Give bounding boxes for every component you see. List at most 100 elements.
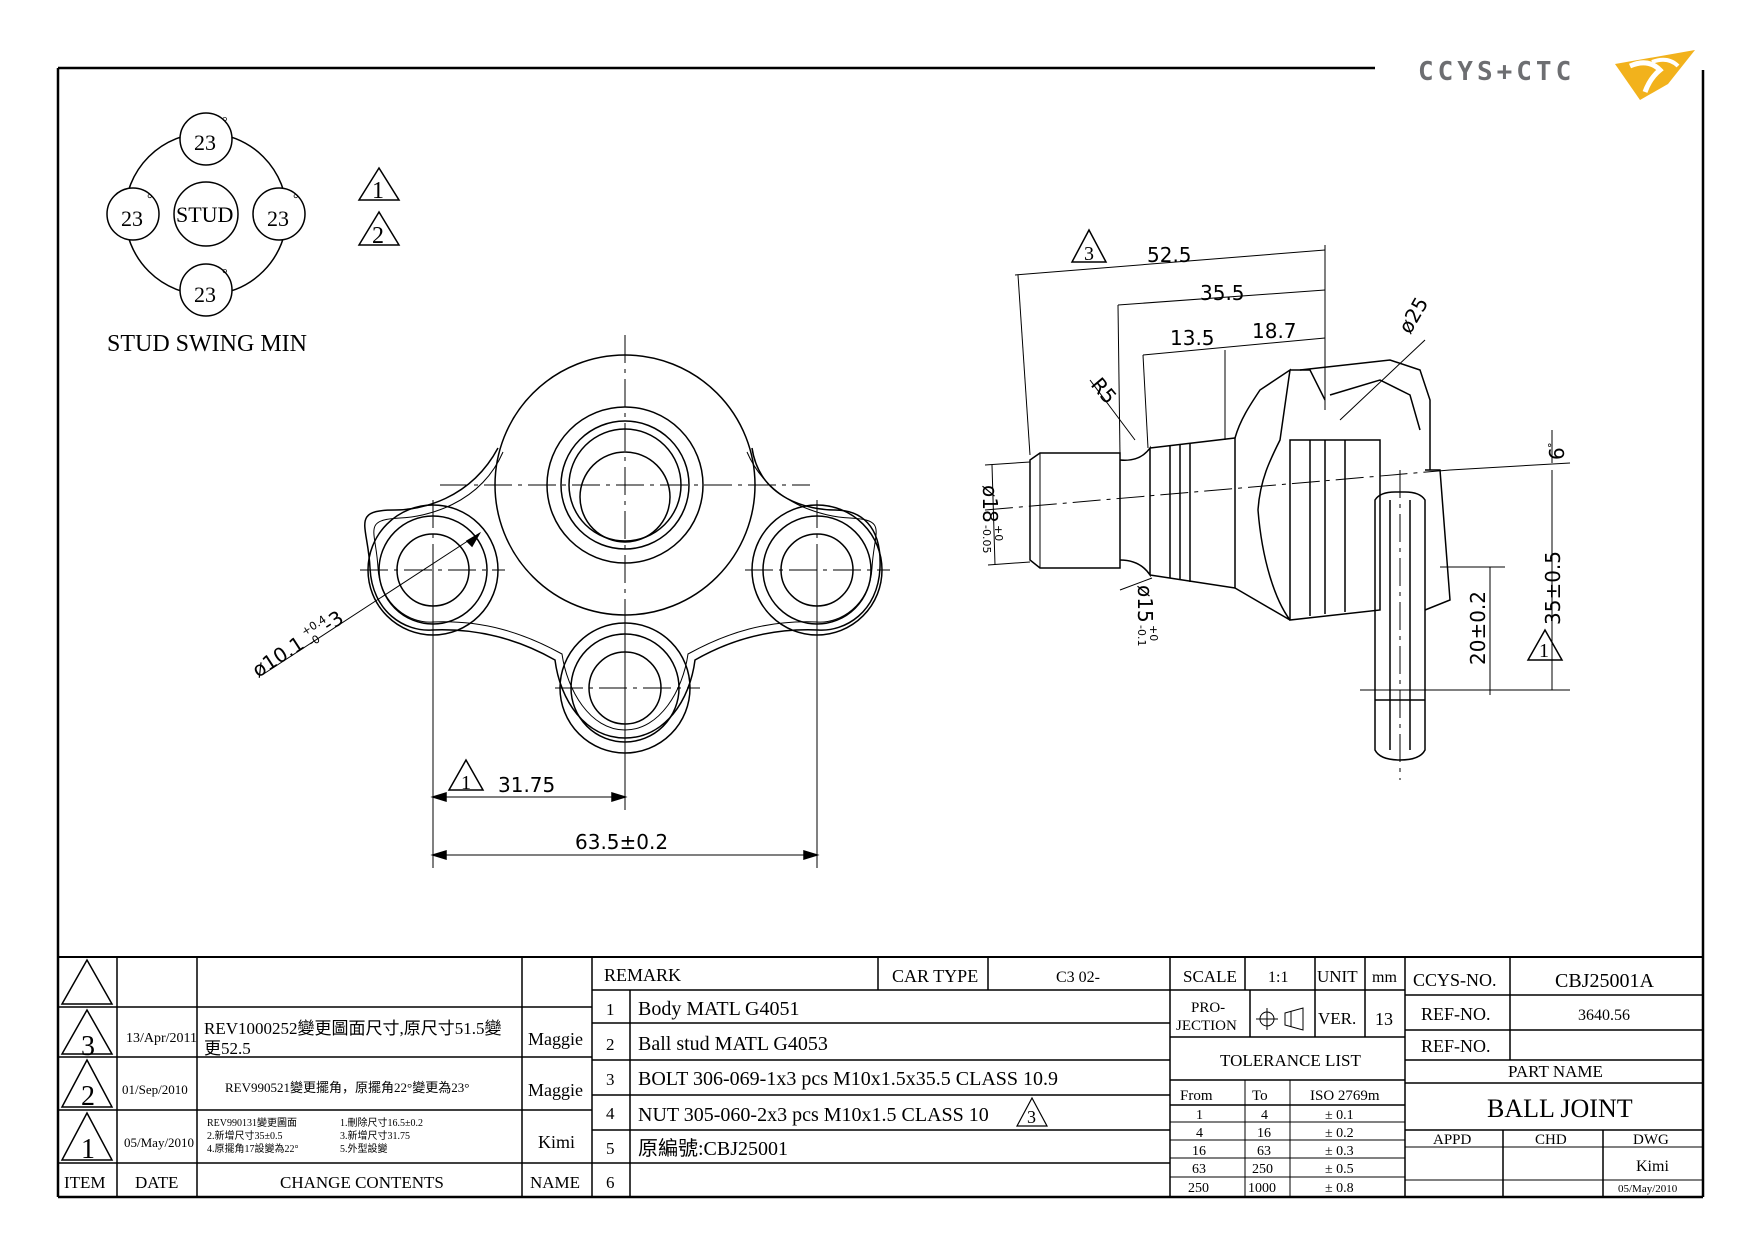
dim-d25: ø25 — [1394, 293, 1434, 338]
scale-label: SCALE — [1183, 967, 1237, 986]
tolerance-title: TOLERANCE LIST — [1220, 1051, 1361, 1070]
degree-mark: ° — [222, 267, 228, 282]
tol-from-3: 16 — [1192, 1144, 1206, 1159]
dwg-name: Kimi — [1636, 1158, 1669, 1175]
stud-swing-diagram — [106, 112, 306, 317]
remark-text-1: Body MATL G4051 — [638, 998, 799, 1020]
dim-6-unit: ° — [1546, 443, 1559, 449]
tol-from-5: 250 — [1188, 1181, 1209, 1196]
drawing-border — [56, 66, 1705, 1199]
part-name-value: BALL JOINT — [1487, 1094, 1633, 1123]
tol-header-iso: ISO 2769m — [1310, 1088, 1380, 1104]
dim-d18-tol-lower: -0.05 — [980, 525, 993, 553]
title-block-grid — [58, 956, 1703, 1197]
rev-sub-4: 3.新增尺寸31.75 — [340, 1129, 410, 1142]
front-view — [261, 335, 890, 868]
degree-mark: ° — [293, 192, 299, 207]
revision-marker-2: 2 — [372, 223, 384, 249]
dim-52-5: 52.5 — [1147, 243, 1192, 267]
appd-label: APPD — [1433, 1132, 1472, 1148]
tol-iso-3: ± 0.3 — [1325, 1144, 1354, 1159]
dim-r5: R5 — [1086, 373, 1121, 409]
dim-20-0-2: 20±0.2 — [1466, 591, 1490, 665]
unit-label: UNIT — [1317, 967, 1358, 986]
header-item: ITEM — [64, 1173, 106, 1192]
tol-iso-2: ± 0.2 — [1325, 1126, 1354, 1141]
revision-marker-1: 1 — [372, 178, 384, 204]
rev-sub-2: 1.刪除尺寸16.5±0.2 — [340, 1116, 423, 1129]
tol-to-4: 250 — [1252, 1162, 1273, 1177]
chd-label: CHD — [1535, 1132, 1567, 1148]
dwg-label: DWG — [1633, 1132, 1669, 1148]
rev-content-3b: 更52.5 — [204, 1039, 251, 1058]
rev-name-1: Kimi — [538, 1132, 575, 1152]
swing-angle-top: 23 — [194, 130, 216, 155]
remark-text-2: Ball stud MATL G4053 — [638, 1033, 828, 1055]
stud-swing-caption: STUD SWING MIN — [107, 331, 307, 357]
spec-block: SCALE 1:1 UNIT mm PRO- JECTION VER. 13 T… — [1176, 967, 1397, 1196]
header-contents: CHANGE CONTENTS — [280, 1173, 444, 1192]
header-date: DATE — [135, 1173, 178, 1192]
tol-to-5: 1000 — [1248, 1181, 1276, 1196]
tol-iso-5: ± 0.8 — [1325, 1181, 1354, 1196]
remark-text-3: BOLT 306-069-1x3 pcs M10x1.5x35.5 CLASS … — [638, 1068, 1058, 1090]
tol-from-2: 4 — [1196, 1126, 1203, 1141]
dim-d18: ø18 — [978, 485, 1002, 523]
rev-name-2: Maggie — [528, 1080, 583, 1100]
rev-content-2: REV990521變更擺角，原擺角22°變更為23° — [225, 1080, 469, 1095]
header-name: NAME — [530, 1173, 580, 1192]
rev-name-3: Maggie — [528, 1029, 583, 1049]
rev-date-3: 13/Apr/2011 — [126, 1031, 197, 1046]
remark-label: REMARK — [604, 965, 681, 985]
tol-to-2: 16 — [1257, 1126, 1271, 1141]
dim-35-0-5: 35±0.5 — [1541, 551, 1565, 625]
dim-d15-tol-upper: +0 — [1147, 625, 1160, 641]
remark-text-4: NUT 305-060-2x3 pcs M10x1.5 CLASS 10 — [638, 1104, 989, 1126]
projection-label-1: PRO- — [1191, 1000, 1225, 1016]
stud-label: STUD — [176, 202, 233, 227]
tol-header-to: To — [1252, 1088, 1268, 1104]
ver-label: VER. — [1318, 1009, 1356, 1028]
tol-iso-1: ± 0.1 — [1325, 1108, 1354, 1123]
remark-marker-4: 3 — [1027, 1107, 1036, 1127]
rev-number-2: 2 — [81, 1081, 95, 1112]
car-type-label: CAR TYPE — [892, 966, 978, 986]
change-table: 3 13/Apr/2011 REV1000252變更圖面尺寸,原尺寸51.5變 … — [64, 1019, 583, 1192]
remark-no-5: 5 — [606, 1139, 615, 1158]
remark-no-3: 3 — [606, 1070, 615, 1089]
ref-no-label: REF-NO. — [1421, 1004, 1491, 1024]
hole-diameter: ø10.1 — [248, 631, 309, 682]
swing-angle-bottom: 23 — [194, 282, 216, 307]
rev-number-1: 1 — [81, 1134, 95, 1165]
dim-d15-tol-lower: -0.1 — [1135, 625, 1148, 646]
rev-sub-3: 2.新增尺寸35±0.5 — [207, 1129, 283, 1142]
ccys-no-value: CBJ25001A — [1555, 970, 1654, 992]
remark-no-2: 2 — [606, 1035, 615, 1054]
rev-content-3: REV1000252變更圖面尺寸,原尺寸51.5變 — [204, 1019, 502, 1038]
rev-sub-6: 5.外型設變 — [340, 1142, 388, 1155]
ver-value: 13 — [1375, 1009, 1393, 1029]
revision-markers: 1 2 — [357, 166, 401, 249]
dim-35-5: 35.5 — [1200, 281, 1245, 305]
projection-label-2: JECTION — [1176, 1018, 1237, 1034]
tol-iso-4: ± 0.5 — [1325, 1162, 1354, 1177]
remark-text-5: 原編號:CBJ25001 — [638, 1137, 788, 1160]
company-logo: CCYS+CTC — [1418, 50, 1695, 100]
hole-count: -3 — [318, 605, 348, 636]
swing-angle-left: 23 — [121, 206, 143, 231]
dwg-date: 05/May/2010 — [1618, 1183, 1678, 1195]
degree-mark: ° — [222, 115, 228, 130]
remark-no-1: 1 — [606, 1000, 615, 1019]
tol-header-from: From — [1180, 1088, 1213, 1104]
degree-mark: ° — [147, 192, 153, 207]
tol-from-1: 1 — [1196, 1108, 1203, 1123]
unit-value: mm — [1372, 969, 1397, 986]
dim-d15: ø15 — [1133, 585, 1157, 623]
part-info-block: CCYS-NO. CBJ25001A REF-NO. 3640.56 REF-N… — [1413, 970, 1678, 1195]
tol-from-4: 63 — [1192, 1162, 1206, 1177]
dim-18-7: 18.7 — [1252, 319, 1297, 343]
rev-date-1: 05/May/2010 — [124, 1135, 194, 1150]
car-type-value: C3 02- — [1056, 969, 1100, 986]
swing-angle-right: 23 — [267, 206, 289, 231]
